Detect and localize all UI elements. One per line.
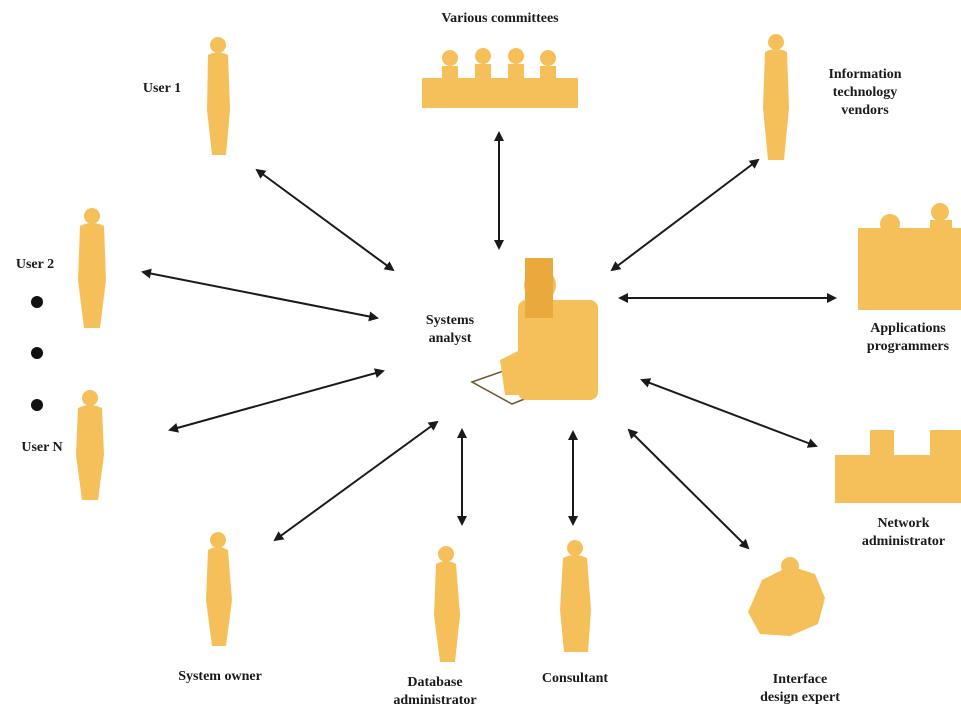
label-interface-expert-line2: design expert [735,689,865,707]
applications-programmers-icon [858,203,961,310]
network-administrator-icon [835,430,961,503]
label-interface-expert-line1: Interface [735,671,865,689]
label-network-admin: Network administrator [846,515,961,551]
committee-group-icon [422,48,578,108]
arrow-system-owner [275,422,437,540]
user2-figure-icon [78,208,106,328]
arrow-interface-expert [629,430,748,548]
ellipsis-dots [31,296,43,411]
label-user2: User 2 [2,256,68,274]
label-network-admin-line2: administrator [846,533,961,551]
label-app-programmers: Applications programmers [855,320,961,356]
label-user1: User 1 [124,80,200,98]
label-systems-analyst: Systems analyst [405,312,495,348]
consultant-figure-icon [560,540,591,652]
label-system-owner: System owner [160,668,280,686]
label-systems-analyst-line2: analyst [405,330,495,348]
label-it-vendors-line3: vendors [805,102,925,120]
label-app-programmers-line1: Applications [855,320,961,338]
label-db-admin-line2: administrator [370,692,500,710]
interface-design-expert-icon [748,557,825,636]
label-userN: User N [2,439,82,457]
arrow-userN [170,371,383,430]
database-administrator-figure-icon [434,546,460,662]
label-various-committees: Various committees [400,10,600,28]
label-db-admin-line1: Database [370,674,500,692]
label-consultant: Consultant [520,670,630,688]
label-network-admin-line1: Network [846,515,961,533]
label-it-vendors-line2: technology [805,84,925,102]
user1-figure-icon [207,37,230,155]
label-it-vendors-line1: Information [805,66,925,84]
label-interface-expert: Interface design expert [735,671,865,707]
label-systems-analyst-line1: Systems [405,312,495,330]
label-it-vendors: Information technology vendors [805,66,925,120]
arrow-network-admin [642,380,816,446]
label-app-programmers-line2: programmers [855,338,961,356]
system-owner-figure-icon [206,532,232,646]
label-db-admin: Database administrator [370,674,500,710]
arrow-user1 [257,170,393,270]
it-vendor-figure-icon [763,34,789,160]
arrow-it-vendors [612,160,758,270]
arrow-user2 [143,272,377,318]
